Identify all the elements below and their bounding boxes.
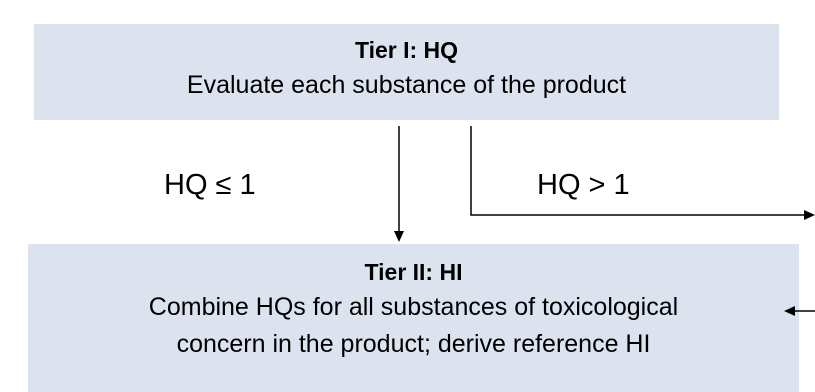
tier-1-description: Evaluate each substance of the product <box>186 71 627 99</box>
condition-hq-gt-1-label: HQ > 1 <box>537 169 630 201</box>
tier-1-title: Tier I: HQ <box>354 37 459 63</box>
tier-1-box: Tier I: HQ Evaluate each substance of th… <box>34 24 779 120</box>
tier-2-description-line-2: concern in the product; derive reference… <box>176 330 651 358</box>
tier-2-description-line-1: Combine HQs for all substances of toxico… <box>148 293 679 321</box>
tier-2-title: Tier II: HI <box>364 259 463 285</box>
down-arrow <box>394 126 404 242</box>
right-elbow-arrow <box>470 126 815 220</box>
tier-2-box: Tier II: HI Combine HQs for all substanc… <box>28 244 799 392</box>
condition-hq-le-1-label: HQ ≤ 1 <box>164 169 256 201</box>
